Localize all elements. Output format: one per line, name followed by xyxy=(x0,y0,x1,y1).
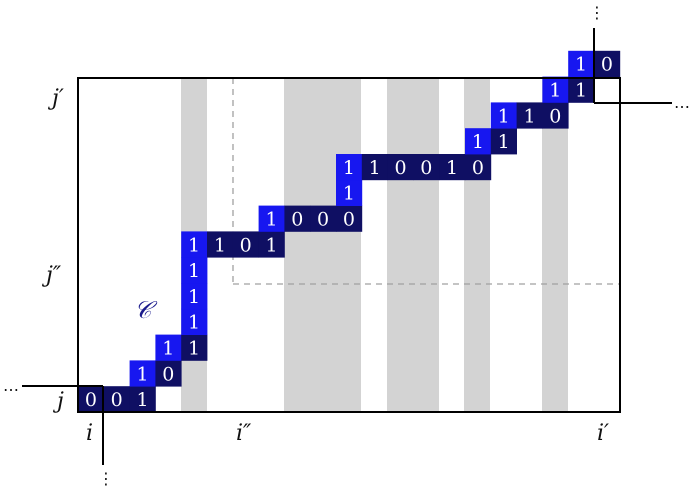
path-cell-digit: 1 xyxy=(343,157,355,179)
path-cell xyxy=(181,283,208,310)
path-cell xyxy=(207,231,234,258)
path-cell xyxy=(413,154,440,181)
path-cell xyxy=(568,76,595,103)
path-cell-digit: 1 xyxy=(162,338,174,360)
path-cell xyxy=(310,205,337,232)
path-cell xyxy=(284,205,311,232)
path-cell xyxy=(465,154,492,181)
path-cell xyxy=(542,102,569,129)
path-cell-digit: 1 xyxy=(265,209,277,231)
label-i-double-prime: i″ xyxy=(236,421,252,446)
label-i-prime: i′ xyxy=(597,421,609,446)
path-cell xyxy=(439,154,466,181)
path-cell xyxy=(490,102,517,129)
left-ellipsis: … xyxy=(3,376,19,395)
path-cell xyxy=(181,231,208,258)
grid-rectangle xyxy=(77,77,621,413)
path-cell-digit: 1 xyxy=(472,131,484,153)
path-cell-digit: 1 xyxy=(188,338,200,360)
path-cell xyxy=(465,128,492,155)
right-ellipsis: … xyxy=(674,93,690,112)
path-cell xyxy=(568,50,595,77)
label-j: j xyxy=(52,389,64,414)
path-cell xyxy=(129,360,156,387)
path-cell xyxy=(387,154,414,181)
label-j-double-prime: j″ xyxy=(41,263,62,288)
path-cell-digit: 0 xyxy=(162,363,174,385)
bottom-vertical-ellipsis: ⋮ xyxy=(98,469,114,488)
path-cell-digit: 0 xyxy=(85,389,97,411)
path-cell xyxy=(155,334,182,361)
path-cell xyxy=(78,386,105,413)
gray-band xyxy=(542,78,568,412)
path-cell xyxy=(594,50,621,77)
path-cell-digit: 1 xyxy=(498,131,510,153)
label-i: i xyxy=(86,421,93,446)
path-cell-digit: 0 xyxy=(549,105,561,127)
path-cell-digit: 1 xyxy=(369,157,381,179)
path-cell-digit: 1 xyxy=(498,105,510,127)
path-cell-digit: 0 xyxy=(111,389,123,411)
label-j-prime: j′ xyxy=(47,86,64,111)
path-cell xyxy=(181,308,208,335)
path-cell-digit: 1 xyxy=(575,80,587,102)
path-cell-digit: 1 xyxy=(523,105,535,127)
path-cell-digit: 1 xyxy=(188,234,200,256)
path-cell-digit: 1 xyxy=(549,80,561,102)
path-cell-digit: 1 xyxy=(343,183,355,205)
path-cell-digit: 1 xyxy=(575,54,587,76)
path-cell-digit: 0 xyxy=(343,209,355,231)
path-cell-digit: 1 xyxy=(188,286,200,308)
curve-label: 𝒞 xyxy=(134,296,158,324)
top-vertical-ellipsis: ⋮ xyxy=(589,3,605,22)
path-cell-digit: 1 xyxy=(188,260,200,282)
path-cell xyxy=(181,334,208,361)
path-cell xyxy=(542,76,569,103)
path-cell-digit: 1 xyxy=(136,363,148,385)
path-cell-digit: 1 xyxy=(446,157,458,179)
path-cell xyxy=(361,154,388,181)
path-cell-digit: 1 xyxy=(136,389,148,411)
path-cell-digit: 1 xyxy=(265,234,277,256)
path-cell-digit: 0 xyxy=(291,209,303,231)
path-cell xyxy=(336,154,363,181)
path-cell xyxy=(181,257,208,284)
path-cell xyxy=(516,102,543,129)
path-cell xyxy=(336,179,363,206)
path-cell xyxy=(103,386,130,413)
path-cell-digit: 0 xyxy=(317,209,329,231)
path-cell xyxy=(232,231,259,258)
gray-band xyxy=(284,78,361,412)
path-cell xyxy=(258,231,285,258)
path-cell-digit: 0 xyxy=(240,234,252,256)
path-cell xyxy=(336,205,363,232)
path-cell-digit: 0 xyxy=(472,157,484,179)
path-cell xyxy=(155,360,182,387)
path-cell-digit: 1 xyxy=(214,234,226,256)
path-cell-digit: 0 xyxy=(420,157,432,179)
path-cell-digit: 0 xyxy=(601,54,613,76)
path-cell-digit: 1 xyxy=(188,312,200,334)
path-cell xyxy=(490,128,517,155)
path-cell-digit: 0 xyxy=(394,157,406,179)
gray-band xyxy=(387,78,439,412)
path-cell xyxy=(258,205,285,232)
path-cell xyxy=(129,386,156,413)
gray-band xyxy=(464,78,490,412)
